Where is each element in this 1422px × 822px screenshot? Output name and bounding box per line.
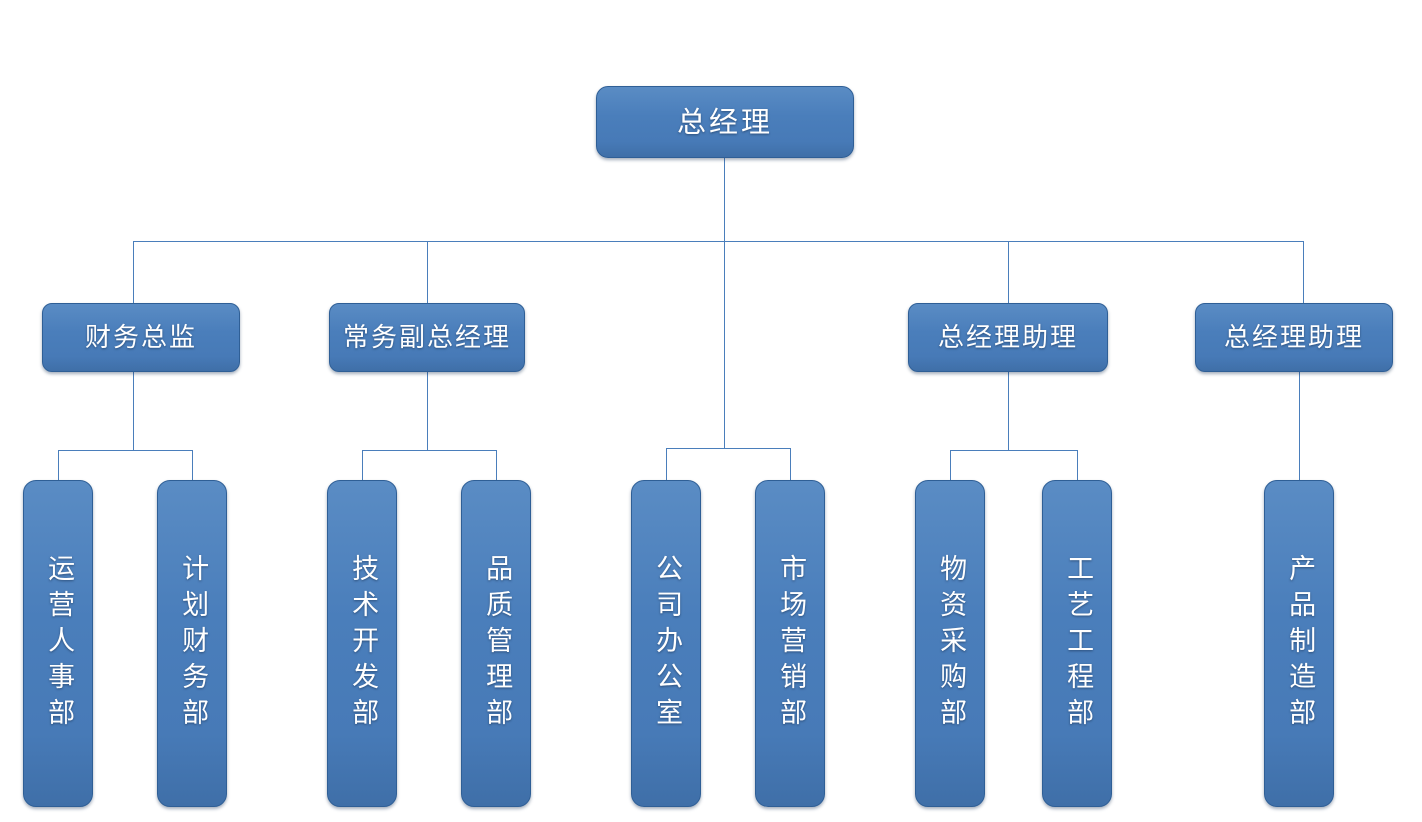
connector-drop-dept-4	[496, 450, 497, 480]
connector-drop-dept-1	[58, 450, 59, 480]
node-dept-company-office[interactable]: 公司办公室	[631, 480, 701, 807]
connector-drop-manager-4	[1303, 241, 1304, 303]
node-manager-gm-assistant-2[interactable]: 总经理助理	[1195, 303, 1393, 372]
connector-stem-group-4	[1008, 372, 1009, 451]
connector-bus-group-2	[362, 450, 496, 451]
connector-stem-group-1	[133, 372, 134, 451]
node-dept-product-manufacturing[interactable]: 产品制造部	[1264, 480, 1334, 807]
connector-bus-group-1	[58, 450, 192, 451]
node-dept-operations-hr[interactable]: 运营人事部	[23, 480, 93, 807]
node-manager-gm-assistant-1[interactable]: 总经理助理	[908, 303, 1108, 372]
connector-drop-dept-8	[1077, 450, 1078, 480]
node-label: 物资采购部	[935, 553, 967, 734]
node-label: 市场营销部	[775, 553, 807, 734]
connector-drop-manager-3	[1008, 241, 1009, 303]
node-label: 总经理助理	[1223, 322, 1364, 353]
node-dept-planning-finance[interactable]: 计划财务部	[157, 480, 227, 807]
connector-stem-group-2	[427, 372, 428, 451]
connector-root-stem	[724, 158, 725, 448]
node-label: 技术开发部	[347, 553, 379, 734]
node-root-general-manager[interactable]: 总经理	[596, 86, 854, 158]
node-label: 工艺工程部	[1062, 553, 1094, 734]
node-label: 常务副总经理	[342, 322, 511, 353]
connector-drop-dept-6	[790, 448, 791, 480]
node-dept-materials-procurement[interactable]: 物资采购部	[915, 480, 985, 807]
connector-drop-manager-2	[427, 241, 428, 303]
connector-stem-group-5	[1299, 372, 1300, 480]
connector-bus-group-4	[950, 450, 1077, 451]
node-label: 财务总监	[84, 322, 197, 353]
node-manager-finance-director[interactable]: 财务总监	[42, 303, 240, 372]
connector-drop-dept-5	[666, 448, 667, 480]
connector-drop-dept-2	[192, 450, 193, 480]
connector-bus-group-3	[666, 448, 790, 449]
node-dept-process-engineering[interactable]: 工艺工程部	[1042, 480, 1112, 807]
node-label: 总经理	[676, 104, 773, 139]
node-label: 品质管理部	[481, 553, 513, 734]
node-manager-executive-deputy-gm[interactable]: 常务副总经理	[329, 303, 525, 372]
connector-drop-dept-7	[950, 450, 951, 480]
node-label: 总经理助理	[937, 322, 1078, 353]
node-label: 计划财务部	[177, 553, 209, 734]
node-dept-technology-development[interactable]: 技术开发部	[327, 480, 397, 807]
node-label: 产品制造部	[1284, 553, 1316, 734]
node-label: 运营人事部	[43, 553, 75, 734]
connector-drop-dept-3	[362, 450, 363, 480]
connector-drop-manager-1	[133, 241, 134, 303]
node-dept-marketing[interactable]: 市场营销部	[755, 480, 825, 807]
node-label: 公司办公室	[651, 553, 683, 734]
connector-main-bus	[133, 241, 1304, 242]
node-dept-quality-management[interactable]: 品质管理部	[461, 480, 531, 807]
